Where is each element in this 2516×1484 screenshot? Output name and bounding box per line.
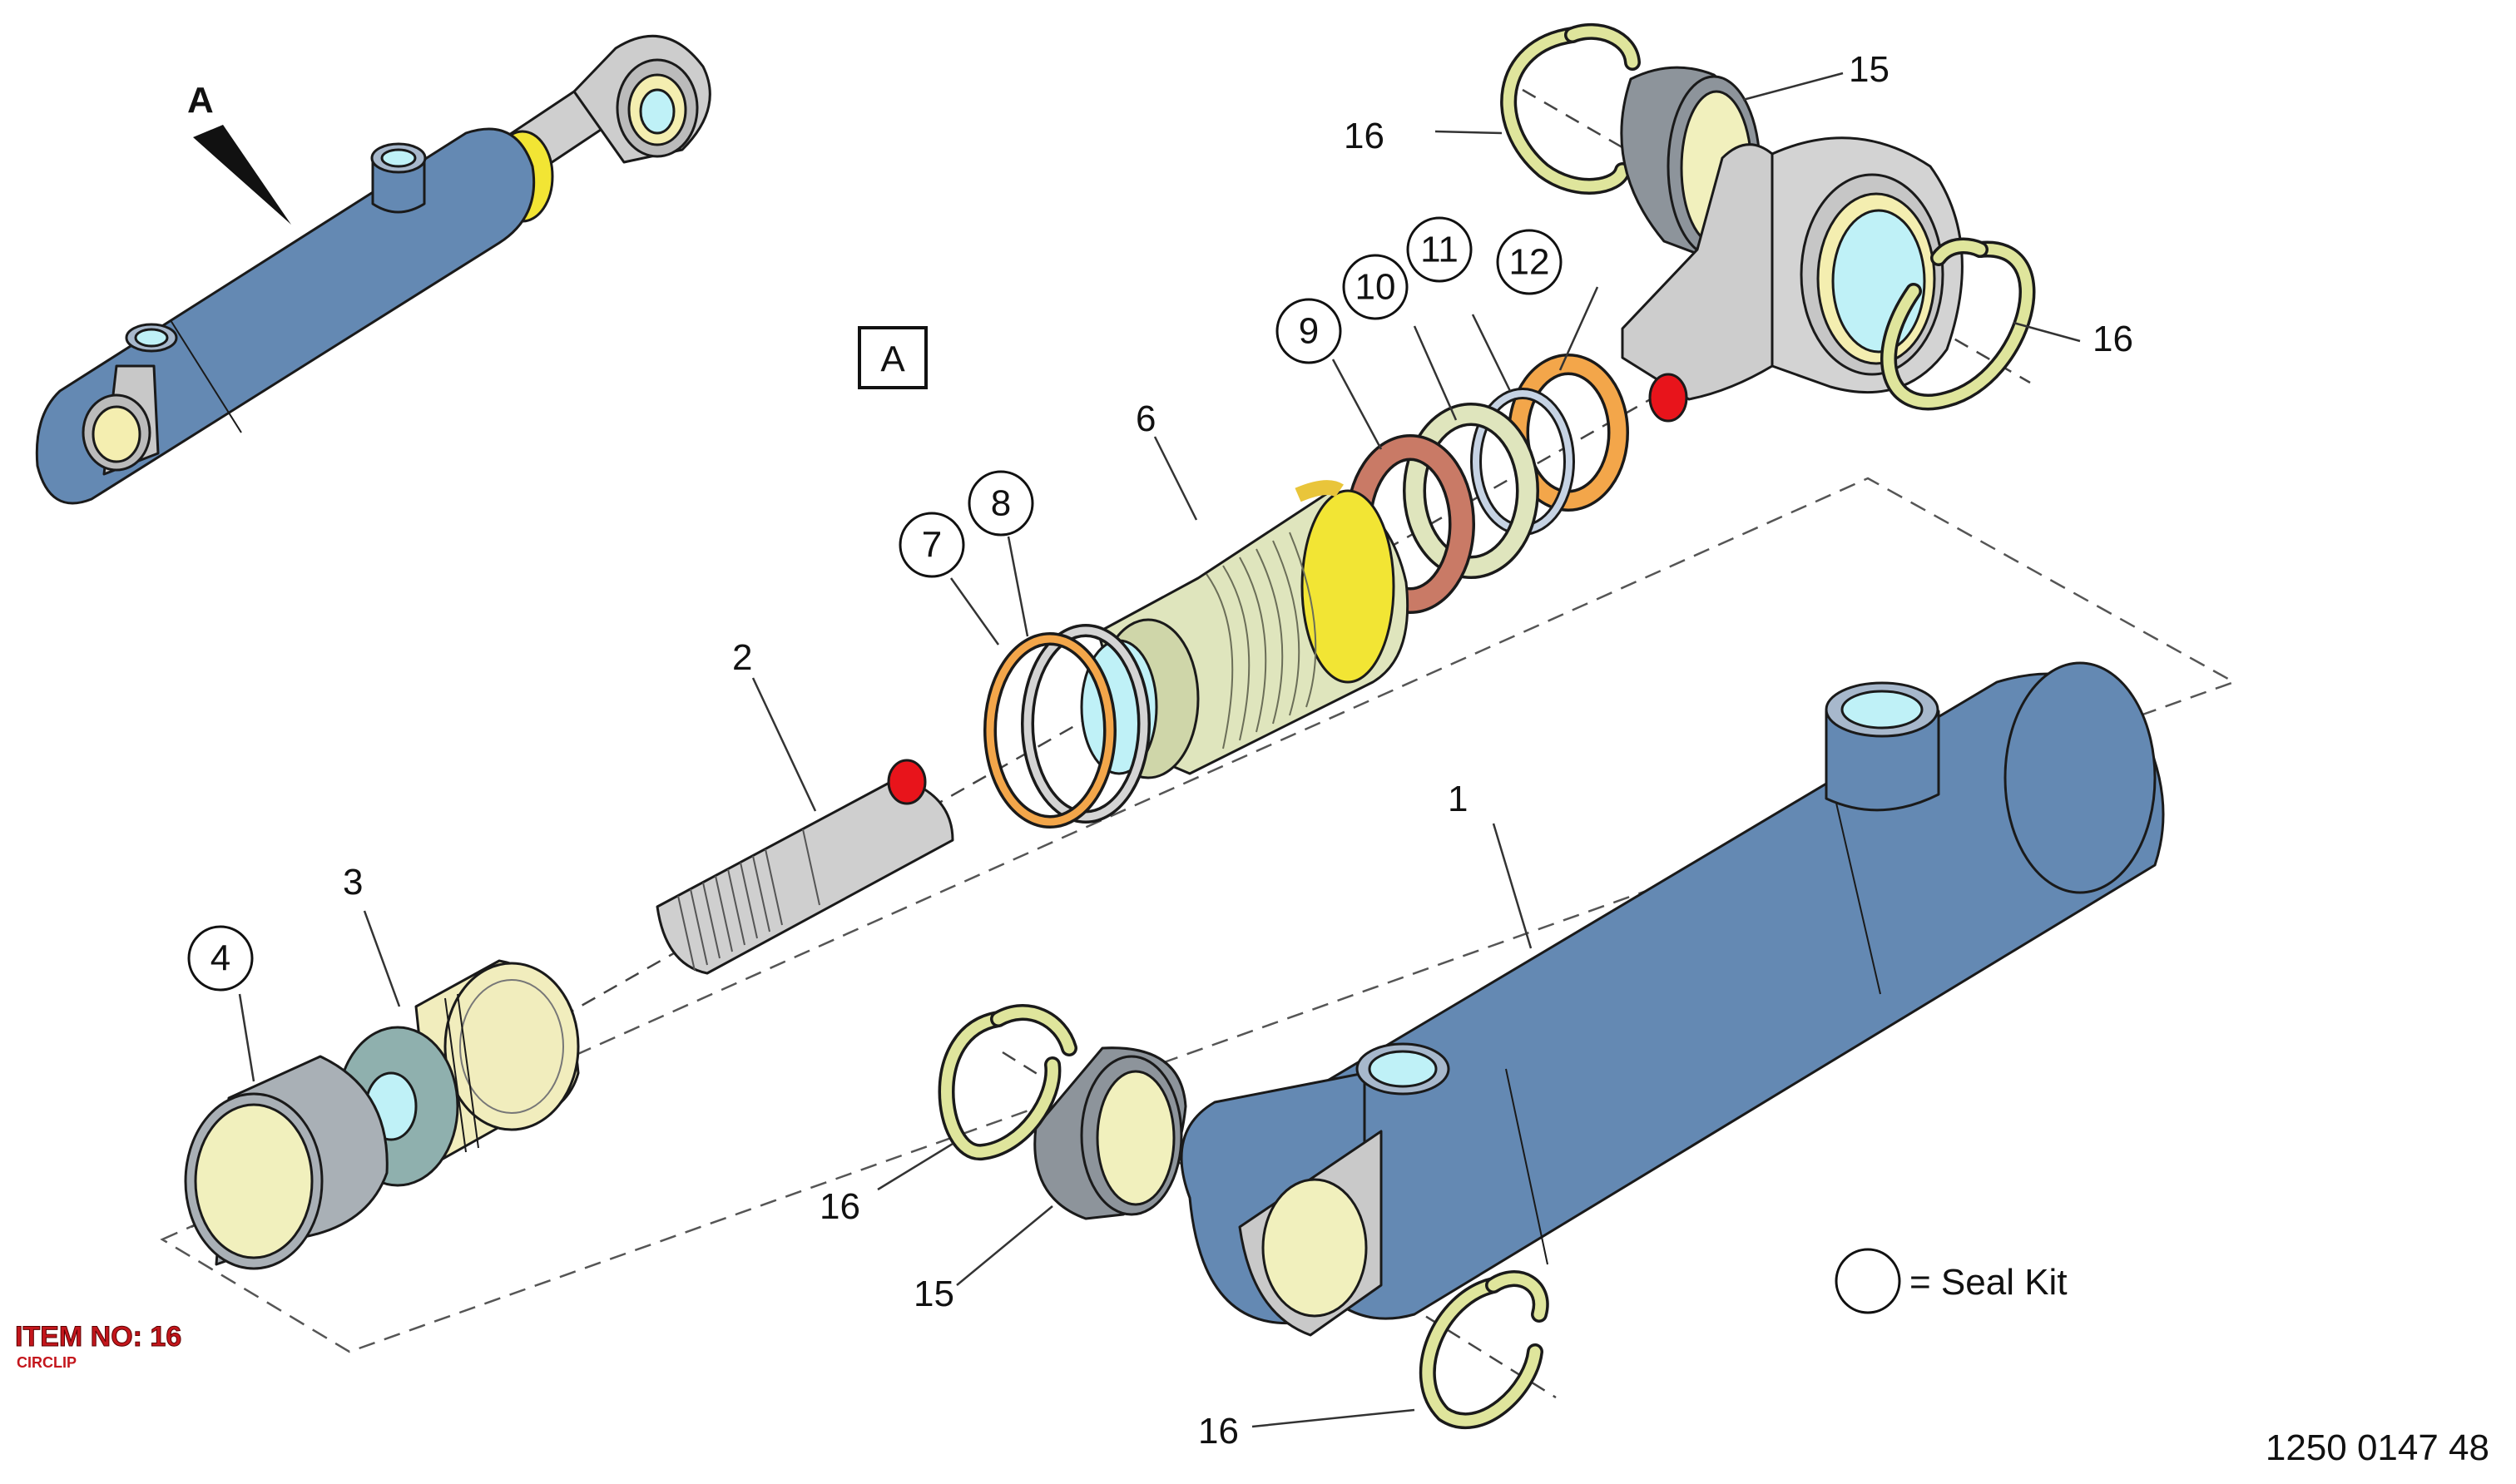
gland-outer-seal-7 [983, 632, 1117, 829]
label-bushing-rod: 15 [1849, 49, 1889, 90]
item-title: ITEM NO: 16 [15, 1321, 181, 1353]
detail-box-a: A [858, 326, 928, 389]
legend-text: = Seal Kit [1909, 1262, 2068, 1303]
label-rod-seal: 9 [1275, 298, 1342, 364]
detail-marker-label: A [187, 80, 214, 121]
leader-lines [238, 72, 2081, 1428]
item-subtitle: CIRCLIP [17, 1354, 77, 1371]
svg-text:7: 7 [922, 525, 942, 566]
item-info: ITEM NO: 16 CIRCLIP [15, 1321, 182, 1372]
svg-text:A: A [880, 339, 905, 380]
piston-3 [336, 959, 580, 1187]
label-backup-ring: 12 [1496, 229, 1563, 295]
wiper-10 [1403, 403, 1539, 579]
svg-text:10: 10 [1355, 267, 1396, 308]
svg-text:11: 11 [1420, 230, 1459, 270]
circlip-barrel-bottom [1419, 1270, 1549, 1429]
overview-top-port [370, 142, 427, 214]
label-wiper: 10 [1342, 254, 1409, 320]
svg-text:8: 8 [991, 483, 1011, 524]
drawing-number: 1250 0147 48 [2266, 1427, 2489, 1468]
label-gland-backup-ring: 8 [968, 470, 1034, 537]
barrel-1 [1180, 661, 2165, 1337]
svg-text:12: 12 [1509, 242, 1550, 283]
label-circlip-rod-right: 16 [2093, 319, 2133, 359]
label-piston-seal: 4 [187, 925, 254, 992]
label-gland-outer-seal: 7 [899, 512, 965, 578]
label-piston: 3 [343, 862, 363, 903]
gland-6 [1080, 480, 1409, 779]
overview-base-port [125, 323, 178, 353]
rod-end-face-top [1648, 373, 1688, 423]
overview-barrel [35, 127, 536, 505]
seal-kit-legend: = Seal Kit [1835, 1248, 2068, 1314]
label-gland: 6 [1136, 398, 1156, 439]
svg-text:4: 4 [210, 938, 230, 979]
label-circlip-barrel-top: 16 [820, 1186, 860, 1227]
overview-rod-eye [572, 34, 711, 164]
circlip-barrel-top [938, 1004, 1077, 1160]
backup-ring-8 [1021, 624, 1151, 824]
label-bushing-barrel: 15 [914, 1274, 954, 1314]
circlip-rod-right [1880, 237, 2036, 411]
overview-base-eye [82, 364, 160, 476]
svg-text:9: 9 [1299, 311, 1319, 352]
detail-marker-arrow: A [187, 80, 291, 225]
piston-seal-4 [184, 1055, 389, 1270]
bushing-barrel [1033, 1046, 1187, 1220]
rod-2 [656, 759, 954, 975]
label-rod: 2 [732, 637, 752, 678]
pointer-arrow-icon [193, 125, 291, 225]
legend-circle-icon [1835, 1248, 1901, 1314]
label-barrel: 1 [1448, 779, 1468, 819]
bushing-rod [1620, 66, 1761, 258]
rod-eye [1621, 136, 1964, 401]
label-circlip-rod-top: 16 [1344, 116, 1384, 156]
label-circlip-barrel-bottom: 16 [1198, 1411, 1239, 1452]
overview-assembly [35, 34, 711, 505]
label-o-ring: 11 [1406, 216, 1473, 283]
circlip-rod-top [1500, 22, 1641, 195]
